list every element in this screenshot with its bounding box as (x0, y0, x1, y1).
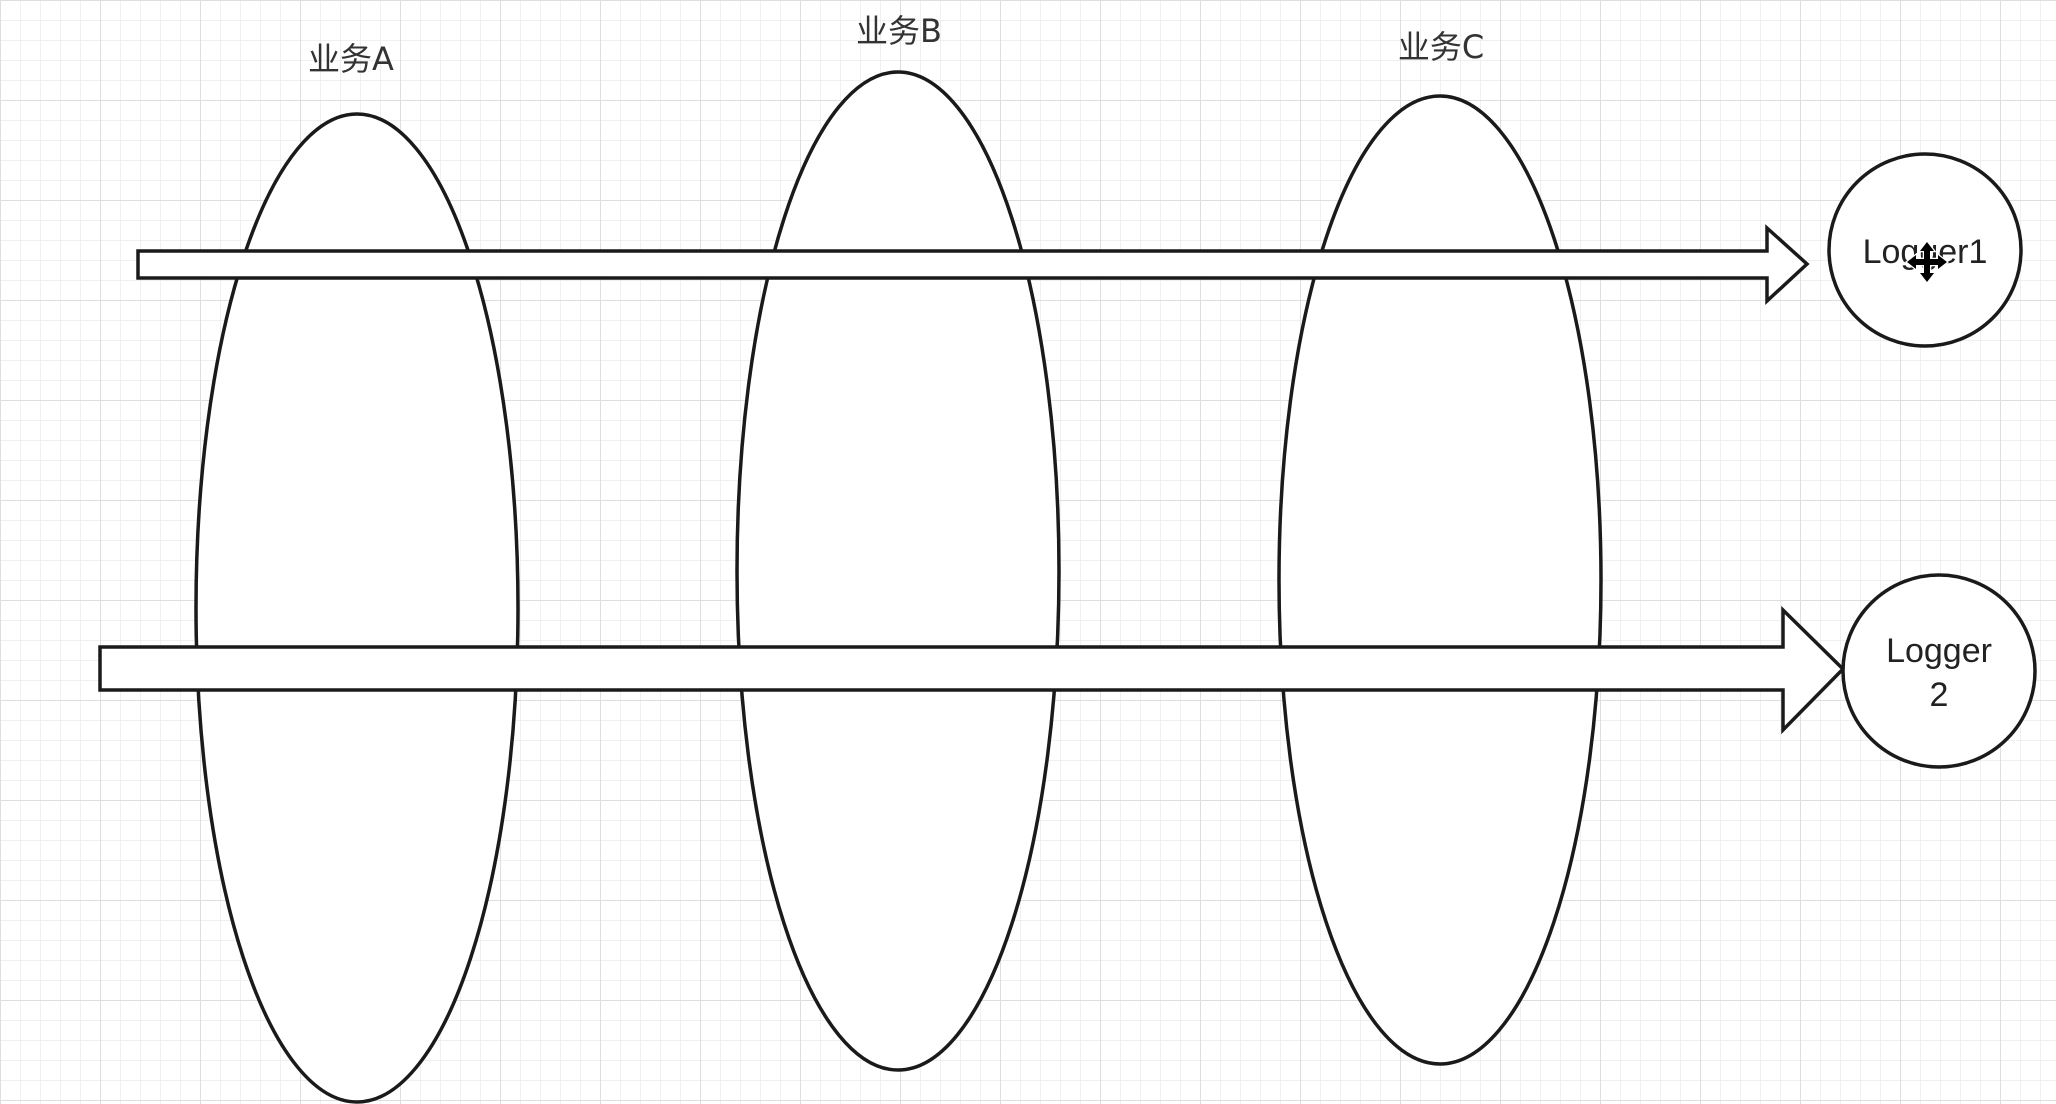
logger2-label-line1: Logger (1886, 632, 1992, 670)
logger2-label-line2: 2 (1930, 676, 1949, 714)
business-c-ellipse[interactable] (1277, 94, 1603, 1066)
move-cursor-icon (1904, 239, 1950, 285)
logger2-circle[interactable] (1841, 573, 2037, 769)
business-a-ellipse[interactable] (194, 112, 520, 1104)
business-b-ellipse[interactable] (735, 70, 1061, 1072)
business-c-label: 业务C (1398, 28, 1484, 66)
logger2-arrow[interactable] (98, 605, 1846, 735)
business-b-label: 业务B (856, 12, 942, 50)
logger1-arrow[interactable] (136, 224, 1810, 306)
business-a-label: 业务A (308, 40, 394, 78)
